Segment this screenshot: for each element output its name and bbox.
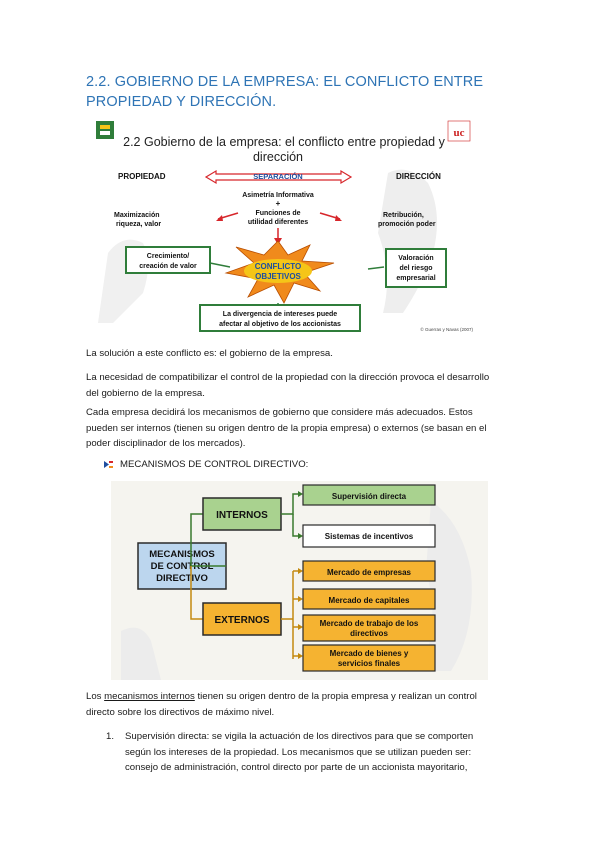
paragraph-necesidad-line-1: La necesidad de compatibilizar el contro…	[86, 372, 490, 383]
mechanisms-diagram: MECANISMOS DE CONTROL DIRECTIVO INTERNOS…	[111, 481, 488, 680]
paragraph-internos: Los mecanismos internos tienen su origen…	[86, 689, 516, 720]
slide-crec-2: creación de valor	[139, 263, 197, 270]
paragraph-internos-line-2: directo sobre los directivos de máximo n…	[86, 706, 275, 718]
m4-box	[302, 644, 436, 672]
bullet-arrow-icon	[104, 461, 113, 468]
externos-label: EXTERNOS	[214, 615, 269, 626]
sup-box	[302, 484, 436, 506]
slide-val-1: Valoración	[398, 255, 433, 262]
slide-crec-1: Crecimiento/	[147, 253, 189, 260]
right-logo-text: uc	[454, 127, 465, 139]
valoracion-box	[385, 248, 447, 288]
slide-retri-1: Retribución,	[383, 212, 424, 219]
slide-plus: +	[276, 199, 281, 208]
slide-direccion: DIRECCIÓN	[396, 172, 441, 181]
slide-div-1: La divergencia de intereses puede	[223, 311, 337, 318]
paragraph-cada-empresa: Cada empresa decidirá los mecanismos de …	[86, 405, 516, 452]
m4-label-2: servicios finales	[338, 659, 401, 668]
list-line-1: Supervisión directa: se vigila la actuac…	[125, 731, 474, 742]
separation-arrow-icon	[204, 169, 353, 185]
right-logo-icon: uc	[447, 120, 471, 142]
root-line-3: DIRECTIVO	[156, 573, 208, 584]
heading-line-1: 2.2. GOBIERNO DE LA EMPRESA: EL CONFLICT…	[86, 74, 484, 90]
paragraph-internos-line-1: Los mecanismos internos tienen su origen…	[86, 689, 516, 705]
list-item-supervision: 1. Supervisión directa: se vigila la act…	[106, 729, 506, 776]
bullet-mecanismos: MECANISMOS DE CONTROL DIRECTIVO:	[103, 459, 308, 470]
slide-retri-2: promoción poder	[378, 221, 436, 228]
m3-label-1: Mercado de trabajo de los	[320, 619, 419, 628]
m3-box	[302, 614, 436, 642]
slide-val-3: empresarial	[396, 275, 435, 282]
slide-title-2: dirección	[253, 150, 303, 164]
sup-label: Supervisión directa	[332, 492, 407, 501]
m2-label: Mercado de capitales	[329, 596, 410, 605]
m4-label-1: Mercado de bienes y	[330, 649, 409, 658]
externos-box	[202, 602, 282, 636]
paragraph-cada-line-3: poder disciplinador de los mercados).	[86, 438, 246, 449]
slide-max-1: Maximización	[114, 212, 160, 219]
bullet-text: MECANISMOS DE CONTROL DIRECTIVO:	[120, 459, 309, 470]
list-line-3: consejo de administración, control direc…	[125, 762, 468, 773]
root-line-1: MECANISMOS	[149, 549, 214, 560]
section-heading: 2.2. GOBIERNO DE LA EMPRESA: EL CONFLICT…	[86, 72, 526, 112]
slide-separacion: SEPARACIÓN	[253, 172, 302, 181]
sis-box	[302, 524, 436, 548]
left-logo-icon	[96, 121, 114, 139]
root-line-2: DE CONTROL	[151, 561, 214, 572]
heading-line-2: PROPIEDAD Y DIRECCIÓN.	[86, 94, 277, 110]
crecimiento-box	[125, 246, 211, 274]
list-line-2: según los intereses de la propiedad. Los…	[125, 746, 472, 758]
slide-conflicto-2: OBJETIVOS	[255, 272, 301, 281]
internos-link: mecanismos internos	[104, 691, 195, 702]
internos-pre: Los	[86, 691, 105, 702]
slide-div-2: afectar al objetivo de los accionistas	[219, 321, 341, 328]
paragraph-solution: La solución a este conflicto es: el gobi…	[86, 348, 333, 359]
m1-box	[302, 560, 436, 582]
internos-post: tienen su origen dentro de la propia emp…	[194, 691, 477, 702]
slide-asimetria: Asimetría Informativa	[242, 192, 314, 199]
divergencia-box	[199, 304, 361, 332]
m1-label: Mercado de empresas	[327, 568, 412, 577]
slide-conflicto-1: CONFLICTO	[255, 262, 302, 271]
list-number: 1.	[106, 731, 115, 742]
slide-propiedad: PROPIEDAD	[118, 172, 166, 181]
slide-funciones-1: Funciones de	[255, 210, 300, 217]
paragraph-cada-line-1: Cada empresa decidirá los mecanismos de …	[86, 407, 473, 418]
slide-credit: © Guerras y Navas (2007)	[420, 326, 473, 332]
m3-label-2: directivos	[350, 629, 388, 638]
paragraph-necesidad: La necesidad de compatibilizar el contro…	[86, 370, 516, 401]
sis-label: Sistemas de incentivos	[325, 532, 414, 541]
m2-box	[302, 588, 436, 610]
slide-funciones-2: utilidad diferentes	[248, 219, 308, 226]
paragraph-necesidad-line-2: del gobierno de la empresa.	[86, 387, 205, 399]
slide-max-2: riqueza, valor	[116, 221, 161, 228]
slide-val-2: del riesgo	[399, 265, 432, 272]
conflict-star-icon	[224, 240, 335, 304]
list-text: Supervisión directa: se vigila la actuac…	[125, 729, 506, 776]
internos-label: INTERNOS	[216, 510, 268, 521]
slide-title-1: 2.2 Gobierno de la empresa: el conflicto…	[123, 135, 445, 149]
paragraph-cada-line-2: pueden ser internos (tienen su origen de…	[86, 422, 487, 434]
conflict-slide: uc 2.2 Gobierno de la empresa: el confli…	[88, 113, 480, 337]
internos-box	[202, 497, 282, 531]
